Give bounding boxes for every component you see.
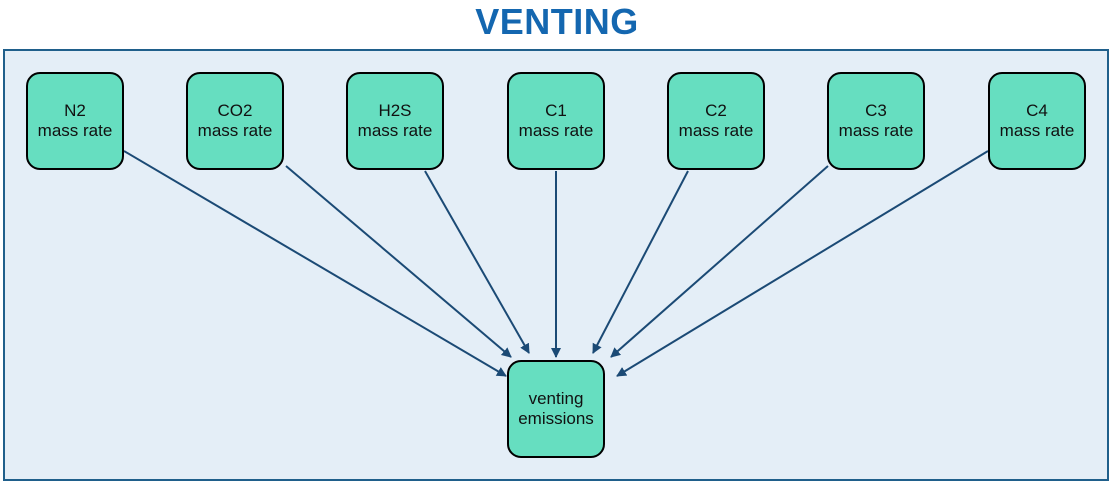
node-label-line1: C4 (1026, 101, 1048, 120)
node-c4-mass-rate: C4 mass rate (988, 72, 1086, 170)
edge-arrow (610, 165, 829, 358)
edge-arrow (424, 170, 530, 354)
node-h2s-mass-rate: H2S mass rate (346, 72, 444, 170)
node-label-line1: C1 (545, 101, 567, 120)
node-c3-mass-rate: C3 mass rate (827, 72, 925, 170)
node-c1-mass-rate: C1 mass rate (507, 72, 605, 170)
node-label-line2: emissions (518, 409, 594, 428)
node-label-line2: mass rate (197, 121, 273, 140)
node-co2-mass-rate: CO2 mass rate (186, 72, 284, 170)
node-label-line1: CO2 (217, 101, 253, 120)
node-label-line2: mass rate (518, 121, 594, 140)
node-label-line2: mass rate (999, 121, 1075, 140)
node-label-line2: mass rate (37, 121, 113, 140)
edge-arrow (123, 150, 507, 377)
node-label-line2: mass rate (838, 121, 914, 140)
edge-arrow (592, 170, 689, 354)
node-n2-mass-rate: N2 mass rate (26, 72, 124, 170)
node-label-line1: venting (528, 389, 584, 408)
node-label-line2: mass rate (678, 121, 754, 140)
node-label-line1: C2 (705, 101, 727, 120)
diagram-title: VENTING (475, 1, 639, 42)
node-label-line2: mass rate (357, 121, 433, 140)
node-label-line1: C3 (865, 101, 887, 120)
node-c2-mass-rate: C2 mass rate (667, 72, 765, 170)
node-label-line1: N2 (64, 101, 86, 120)
edge-arrow (616, 150, 989, 377)
edge-arrow (285, 165, 512, 358)
node-venting-emissions: venting emissions (507, 360, 605, 458)
node-label-line1: H2S (378, 101, 412, 120)
